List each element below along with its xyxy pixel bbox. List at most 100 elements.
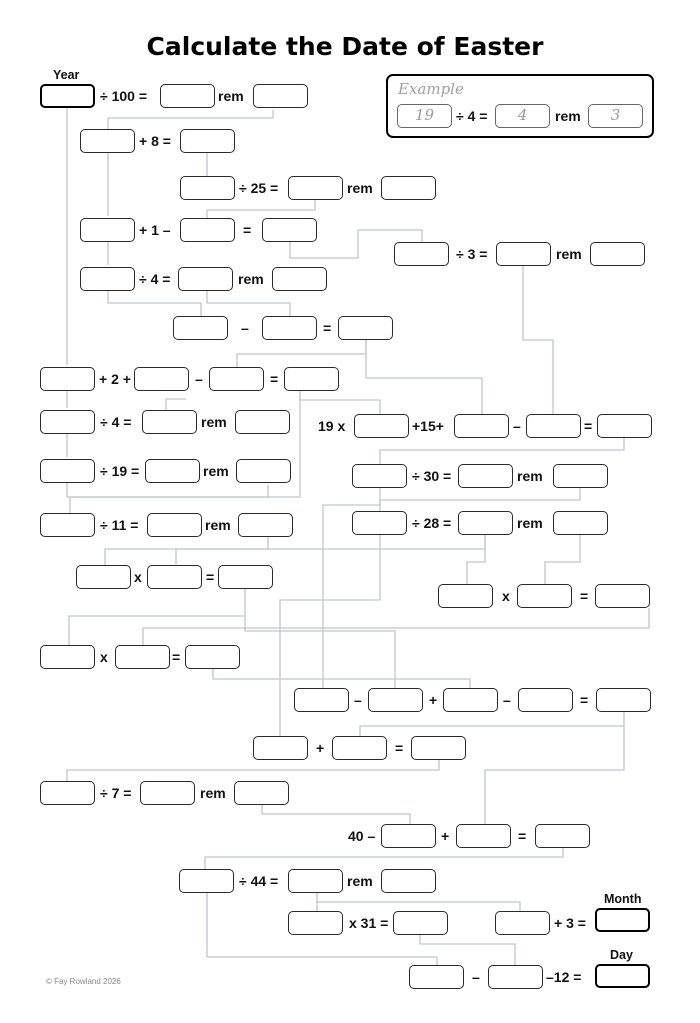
r14-box-a[interactable] xyxy=(253,736,308,760)
connector-line xyxy=(365,340,483,414)
r2-box-a[interactable] xyxy=(80,129,135,153)
r9r-box-a[interactable] xyxy=(352,464,407,488)
op-div100: ÷ 100 = xyxy=(100,88,147,104)
r5-box-a[interactable] xyxy=(80,267,135,291)
op-40minus: 40 – xyxy=(348,828,376,844)
r3-box-a[interactable] xyxy=(180,176,235,200)
month-result-box[interactable] xyxy=(595,908,650,932)
r16-box-c[interactable] xyxy=(535,824,590,848)
connector-line xyxy=(279,535,381,736)
r7-box-b[interactable] xyxy=(134,367,189,391)
r19-box-a[interactable] xyxy=(409,965,464,989)
r11r-box-c[interactable] xyxy=(595,584,650,608)
r16-box-b[interactable] xyxy=(456,824,511,848)
connector-line xyxy=(236,340,367,367)
r17-box-b[interactable] xyxy=(288,869,343,893)
r13-box-b[interactable] xyxy=(368,688,423,712)
r14-box-c[interactable] xyxy=(411,736,466,760)
century-rem-box[interactable] xyxy=(253,84,308,108)
r5-box-b[interactable] xyxy=(178,267,233,291)
r7-box-d[interactable] xyxy=(284,367,339,391)
r10r-box-rem[interactable] xyxy=(553,511,608,535)
r6-box-c[interactable] xyxy=(338,316,393,340)
r13-box-a[interactable] xyxy=(294,688,349,712)
op-div28: ÷ 28 = xyxy=(412,515,452,531)
r8r-box-d[interactable] xyxy=(597,414,652,438)
r2-box-b[interactable] xyxy=(180,129,235,153)
r9-box-b[interactable] xyxy=(145,459,200,483)
r4r-box-a[interactable] xyxy=(394,242,449,266)
r9r-box-b[interactable] xyxy=(458,464,513,488)
r11-box-b[interactable] xyxy=(147,565,202,589)
r18-box-c[interactable] xyxy=(495,911,550,935)
example-op: ÷ 4 = xyxy=(456,108,488,124)
r12-box-c[interactable] xyxy=(185,645,240,669)
r16-box-a[interactable] xyxy=(381,824,436,848)
r4-box-c[interactable] xyxy=(262,218,317,242)
op-times: x xyxy=(502,588,510,604)
connector-line xyxy=(299,391,381,414)
r3-box-b[interactable] xyxy=(288,176,343,200)
rem-label: rem xyxy=(238,271,264,287)
r9-box-rem[interactable] xyxy=(236,459,291,483)
r10r-box-a[interactable] xyxy=(352,511,407,535)
r17-box-a[interactable] xyxy=(179,869,234,893)
r8r-box-a[interactable] xyxy=(354,414,409,438)
r13-box-e[interactable] xyxy=(596,688,651,712)
r15-box-rem[interactable] xyxy=(234,781,289,805)
op-times31: x 31 = xyxy=(349,915,389,931)
r9r-box-rem[interactable] xyxy=(553,464,608,488)
op-plus2: + 2 + xyxy=(99,371,131,387)
r13-box-c[interactable] xyxy=(443,688,498,712)
r5-box-rem[interactable] xyxy=(272,267,327,291)
r11-box-c[interactable] xyxy=(218,565,273,589)
r6-box-a[interactable] xyxy=(173,316,228,340)
r3-box-rem[interactable] xyxy=(381,176,436,200)
r11r-box-a[interactable] xyxy=(438,584,493,608)
r18-box-b[interactable] xyxy=(393,911,448,935)
r4r-box-b[interactable] xyxy=(496,242,551,266)
r11r-box-b[interactable] xyxy=(517,584,572,608)
op-plus3: + 3 = xyxy=(554,915,586,931)
r8-box-a[interactable] xyxy=(40,410,95,434)
century-box[interactable] xyxy=(160,84,215,108)
day-result-box[interactable] xyxy=(595,964,650,988)
op-plus: + xyxy=(441,828,450,844)
rem-label: rem xyxy=(517,515,543,531)
r14-box-b[interactable] xyxy=(332,736,387,760)
r12-box-a[interactable] xyxy=(40,645,95,669)
r8r-box-c[interactable] xyxy=(526,414,581,438)
r7-box-c[interactable] xyxy=(209,367,264,391)
op-times: x xyxy=(134,569,142,585)
r8-box-rem[interactable] xyxy=(235,410,290,434)
r10-box-rem[interactable] xyxy=(238,513,293,537)
rem-label: rem xyxy=(201,414,227,430)
r8r-box-b[interactable] xyxy=(454,414,509,438)
connector-line xyxy=(261,805,411,824)
op-eq: = xyxy=(584,418,593,434)
year-input[interactable] xyxy=(40,84,95,108)
r4r-box-rem[interactable] xyxy=(590,242,645,266)
r6-box-b[interactable] xyxy=(262,316,317,340)
op-div44: ÷ 44 = xyxy=(239,873,279,889)
r10-box-a[interactable] xyxy=(40,513,95,537)
r10-box-b[interactable] xyxy=(147,513,202,537)
op-minus: – xyxy=(354,692,362,708)
r7-box-a[interactable] xyxy=(40,367,95,391)
r18-box-a[interactable] xyxy=(288,911,343,935)
r11-box-a[interactable] xyxy=(76,565,131,589)
r12-box-b[interactable] xyxy=(115,645,170,669)
r15-box-a[interactable] xyxy=(40,781,95,805)
r13-box-d[interactable] xyxy=(518,688,573,712)
r10r-box-b[interactable] xyxy=(458,511,513,535)
r19-box-b[interactable] xyxy=(488,965,543,989)
r8-box-b[interactable] xyxy=(142,410,197,434)
r9-box-a[interactable] xyxy=(40,459,95,483)
r4-box-a[interactable] xyxy=(80,218,135,242)
r4-box-b[interactable] xyxy=(180,218,235,242)
r17-box-rem[interactable] xyxy=(381,869,436,893)
op-div4: ÷ 4 = xyxy=(100,414,132,430)
connector-line xyxy=(165,398,186,410)
r15-box-b[interactable] xyxy=(140,781,195,805)
